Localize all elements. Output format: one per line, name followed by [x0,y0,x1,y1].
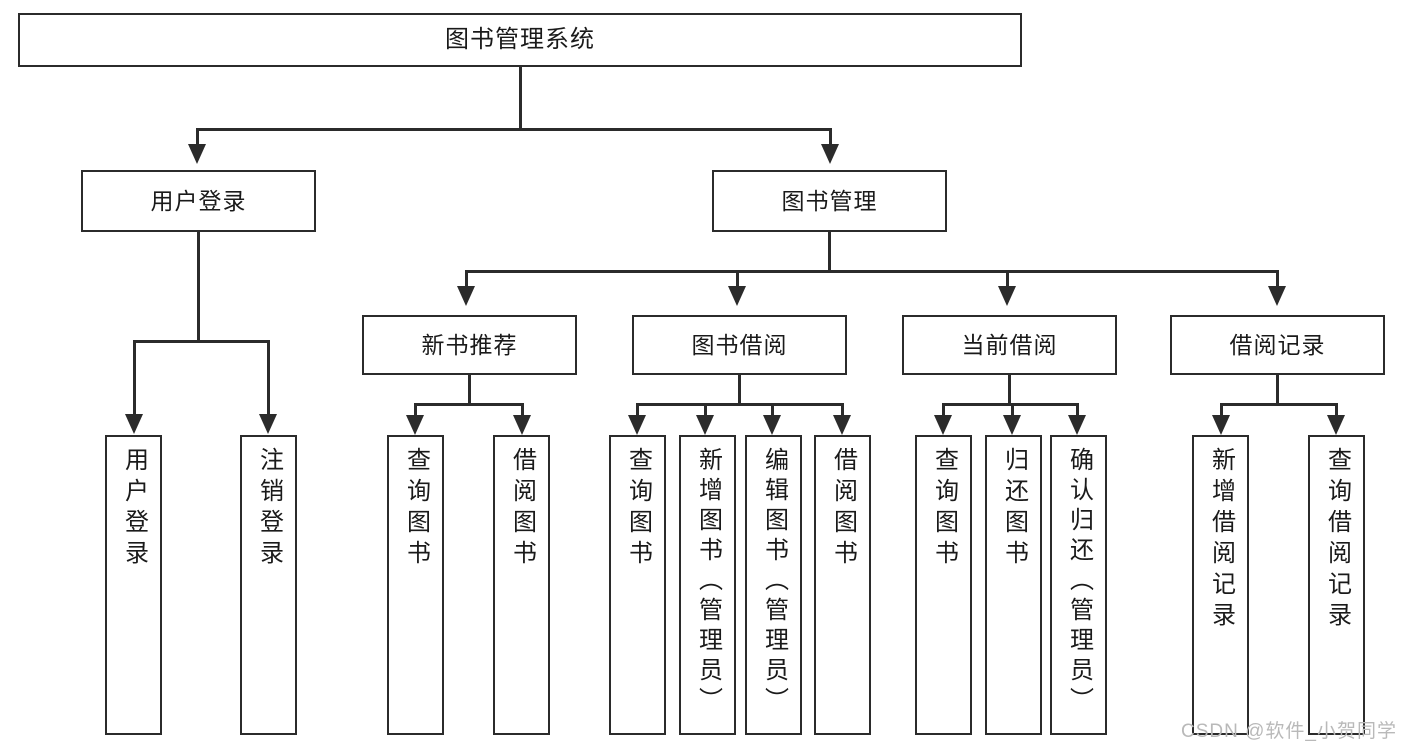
connector-user-login-to-leaf-1 [133,340,136,416]
node-label: 借阅记录 [1229,331,1326,358]
node-label: 查询图书 [402,447,430,571]
arrowhead-cb-leaf-1 [934,415,952,435]
leaf-query-book-bb[interactable]: 查询图书 [609,435,666,735]
arrowhead-user-login [188,144,206,164]
leaf-query-book-cb[interactable]: 查询图书 [915,435,972,735]
connector-user-login-to-leaf-2 [267,340,270,416]
leaf-query-book-nbr[interactable]: 查询图书 [387,435,444,735]
leaf-query-borrow-record[interactable]: 查询借阅记录 [1308,435,1365,735]
node-user-login[interactable]: 用户登录 [81,170,316,232]
connector-br-bus [1220,403,1338,406]
connector-user-login-stem [197,232,200,342]
connector-bm-to-current-borrow [1006,270,1009,288]
node-label: 借阅图书 [508,447,536,571]
node-label: 确认归还（管理员） [1065,447,1093,717]
arrowhead-borrow-record [1268,286,1286,306]
connector-nbr-stem [468,375,471,405]
leaf-borrow-book-bb[interactable]: 借阅图书 [814,435,871,735]
connector-bm-to-book-borrow [736,270,739,288]
node-borrow-record[interactable]: 借阅记录 [1170,315,1385,375]
arrowhead-nbr-leaf-2 [513,415,531,435]
connector-bb-to-leaf-1 [636,403,639,417]
node-label: 用户登录 [150,187,247,214]
connector-nbr-to-leaf-2 [521,403,524,417]
arrowhead-br-leaf-1 [1212,415,1230,435]
arrowhead-leaf-logout [259,414,277,434]
node-label: 图书管理 [781,187,878,214]
leaf-add-borrow-record[interactable]: 新增借阅记录 [1192,435,1249,735]
connector-cb-stem [1008,375,1011,405]
arrowhead-new-book-recommend [457,286,475,306]
connector-bb-bus [636,403,844,406]
connector-bb-to-leaf-4 [841,403,844,417]
connector-cb-to-leaf-3 [1076,403,1079,417]
node-label: 归还图书 [1000,447,1028,571]
node-label: 图书管理系统 [445,26,595,53]
node-label: 新书推荐 [421,331,518,358]
connector-bb-to-leaf-2 [704,403,707,417]
leaf-add-book-admin[interactable]: 新增图书（管理员） [679,435,736,735]
connector-root-bus [196,128,832,131]
connector-cb-bus [942,403,1079,406]
arrowhead-leaf-user-login [125,414,143,434]
leaf-edit-book-admin[interactable]: 编辑图书（管理员） [745,435,802,735]
connector-nbr-bus [414,403,524,406]
connector-book-management-stem [828,232,831,272]
node-root-book-management-system[interactable]: 图书管理系统 [18,13,1022,67]
node-label: 编辑图书（管理员） [760,447,788,717]
connector-cb-to-leaf-1 [942,403,945,417]
connector-br-to-leaf-2 [1335,403,1338,417]
node-label: 查询图书 [930,447,958,571]
arrowhead-book-management [821,144,839,164]
arrowhead-bb-leaf-4 [833,415,851,435]
leaf-borrow-book-nbr[interactable]: 借阅图书 [493,435,550,735]
node-new-book-recommend[interactable]: 新书推荐 [362,315,577,375]
connector-bb-to-leaf-3 [771,403,774,417]
node-label: 查询借阅记录 [1323,447,1351,633]
arrowhead-nbr-leaf-1 [406,415,424,435]
node-label: 查询图书 [624,447,652,571]
leaf-user-login[interactable]: 用户登录 [105,435,162,735]
connector-cb-to-leaf-2 [1011,403,1014,417]
arrowhead-book-borrow [728,286,746,306]
leaf-logout[interactable]: 注销登录 [240,435,297,735]
leaf-confirm-return-admin[interactable]: 确认归还（管理员） [1050,435,1107,735]
node-label: 新增图书（管理员） [694,447,722,717]
arrowhead-bb-leaf-3 [763,415,781,435]
connector-br-stem [1276,375,1279,405]
connector-root-to-user-login [196,128,199,146]
node-label: 借阅图书 [829,447,857,571]
connector-book-management-bus [465,270,1279,273]
leaf-return-book[interactable]: 归还图书 [985,435,1042,735]
node-book-management[interactable]: 图书管理 [712,170,947,232]
arrowhead-current-borrow [998,286,1016,306]
node-book-borrow[interactable]: 图书借阅 [632,315,847,375]
node-label: 用户登录 [120,447,148,571]
connector-user-login-bus [133,340,270,343]
connector-bm-to-borrow-record [1276,270,1279,288]
node-current-borrow[interactable]: 当前借阅 [902,315,1117,375]
connector-br-to-leaf-1 [1220,403,1223,417]
arrowhead-bb-leaf-2 [696,415,714,435]
connector-root-to-book-management [829,128,832,146]
arrowhead-cb-leaf-3 [1068,415,1086,435]
arrowhead-bb-leaf-1 [628,415,646,435]
node-label: 图书借阅 [691,331,788,358]
connector-nbr-to-leaf-1 [414,403,417,417]
connector-bm-to-new-book [465,270,468,288]
node-label: 当前借阅 [961,331,1058,358]
node-label: 注销登录 [255,447,283,571]
node-label: 新增借阅记录 [1207,447,1235,633]
arrowhead-br-leaf-2 [1327,415,1345,435]
connector-root-stem [519,67,522,129]
connector-bb-stem [738,375,741,405]
arrowhead-cb-leaf-2 [1003,415,1021,435]
